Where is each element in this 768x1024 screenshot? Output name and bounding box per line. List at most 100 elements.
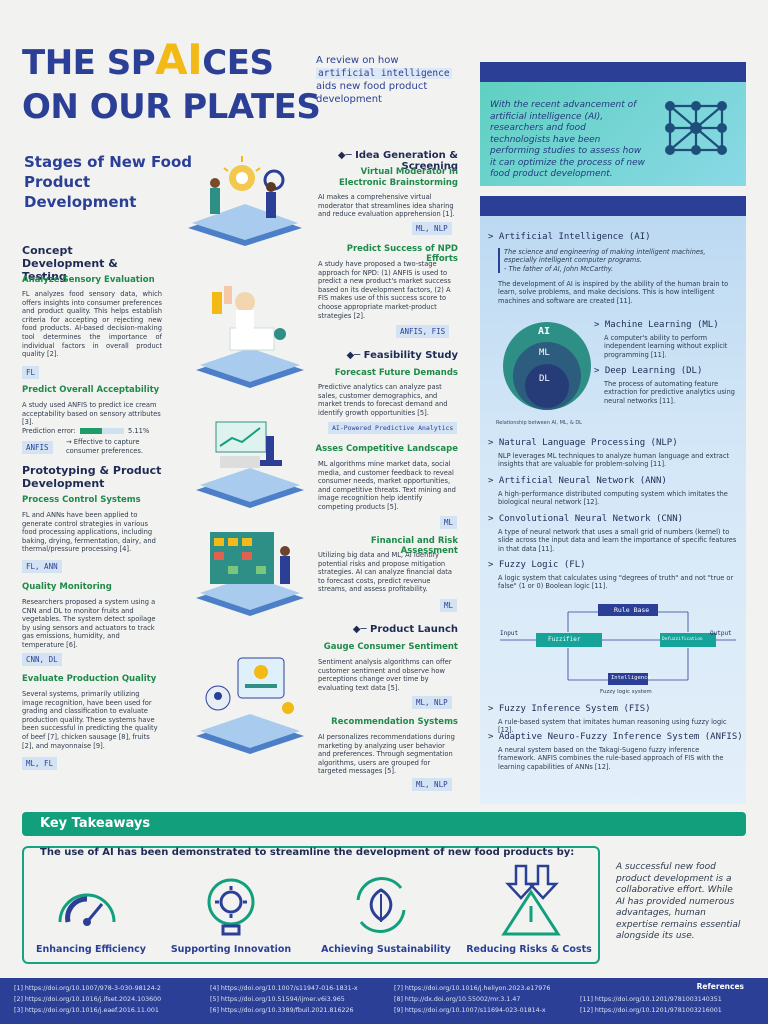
launch-s2-text: AI personalizes recommendations during m… [318,733,455,776]
launch-s1-title: Gauge Consumer Sentiment [323,642,458,652]
glossary-fis-text: A rule-based system that imitates human … [498,718,727,735]
ai-quote-author: - The father of AI, John McCarthy. [504,264,614,273]
idea-s2-title: Predict Success of NPD Efforts [346,244,458,264]
feasibility-illustration [190,516,310,624]
ai-quote-text: The science and engineering of making in… [504,248,706,265]
launch-title-arrow: ◆─ [352,624,370,635]
prototyping-illustration [190,408,310,516]
pred-error-fill [80,428,102,434]
poster-title: THE SPAICES ON OUR PLATES [22,35,321,129]
fuzzy-rule-base: Rule Base [614,606,650,614]
ref-item[interactable]: [3] https://doi.org/10.1016/j.eaef.2016.… [14,1007,159,1014]
references-title: References [696,982,744,991]
fuzzy-output: Output [710,630,732,637]
glossary-dl-text: The process of automating feature extrac… [604,380,735,405]
stages-title: Stages of New Food Product Development [24,153,193,211]
idea-s1-text: AI makes a comprehensive virtual moderat… [318,193,455,219]
key-takeaways-box [22,846,600,964]
idea-s2-tag: ANFIS, FIS [396,325,450,338]
glossary-ann-text: A high-performance distributed computing… [498,490,728,507]
glossary-fl-text: A logic system that calculates using "de… [498,574,734,591]
ref-item[interactable]: [8] http://dx.doi.org/10.55002/mr.3.1.47 [394,996,521,1003]
intro-text: With the recent advancement of artificia… [490,100,645,179]
concept-s2-title: Predict Overall Acceptability [22,385,160,395]
launch-s1-tag: ML, NLP [412,696,452,709]
concept-s2-tag: ANFIS [22,441,53,454]
neural-network-icon [656,88,736,172]
launch-s2-tag: ML, NLP [412,778,452,791]
launch-title: ◆─ Product Launch [302,624,458,635]
launch-s1-text: Sentiment analysis algorithms can offer … [318,658,452,692]
glossary-ml-text: A computer's ability to perform independ… [604,334,728,359]
title-line1-b: CES [202,43,274,83]
idea-title: ◆─ Idea Generation & Screening [302,150,458,172]
ref-item[interactable]: [12] https://doi.org/10.1201/97810032160… [580,1007,722,1014]
proto-s1-title: Process Control Systems [22,495,141,505]
glossary-nlp-title: > Natural Language Processing (NLP) [488,438,678,448]
subtitle-pre: A review on how [316,55,399,66]
idea-s1-tag: ML, NLP [412,222,452,235]
pred-error-track [80,428,124,434]
ref-item[interactable]: [1] https://doi.org/10.1007/978-3-030-98… [14,985,161,992]
arrows-down-icon [496,862,566,942]
ref-item[interactable]: [2] https://doi.org/10.1016/j.ifset.2024… [14,996,162,1003]
concept-s1-tag: FL [22,366,40,379]
concept-testing-illustration [190,282,310,396]
ref-item[interactable]: [9] https://doi.org/10.1007/s11694-023-0… [394,1007,546,1014]
takeaway-sustainability: Achieving Sustainability [321,944,451,955]
concept-s2-text: A study used ANFIS to predict ice cream … [22,401,161,427]
venn-ml-label: ML [539,348,550,358]
fuzzy-logic-diagram: Rule Base Input Fuzzifier Defuzzificatio… [498,602,738,698]
glossary-ml-title: > Machine Learning (ML) [594,320,719,330]
takeaway-risks-costs: Reducing Risks & Costs [466,944,592,955]
proto-s3-title: Evaluate Production Quality [22,674,157,684]
concept-title: Concept Development & Testing [22,244,118,283]
glossary-nlp-text: NLP leverages ML techniques to analyze h… [498,452,730,469]
proto-s2-text: Researchers proposed a system using a CN… [22,598,156,649]
idea-s1-title: Virtual Moderator in Electronic Brainsto… [338,167,458,188]
pred-label: Prediction error: [22,427,76,435]
proto-s1-tag: FL, ANN [22,560,62,573]
venn-ai-label: AI [538,326,551,337]
fuzzy-intelligence: Intelligence [611,675,651,681]
takeaway-innovation: Supporting Innovation [170,944,292,955]
fuzzy-input: Input [500,630,519,637]
concept-s1-title: Analyze Sensory Evaluation [22,275,155,285]
glossary-dl-title: > Deep Learning (DL) [594,366,703,376]
ref-item[interactable]: [4] https://doi.org/10.1007/s11947-016-1… [210,985,358,992]
glossary-cnn-text: A type of neural network that uses a sma… [498,528,737,553]
feas-s1-text: Predictive analytics can analyze past sa… [318,383,448,417]
takeaway-efficiency: Enhancing Efficiency [36,944,146,955]
feasibility-title: ◆─ Feasibility Study [302,350,458,361]
key-takeaways-heading: The use of AI has been demonstrated to s… [40,847,575,858]
proto-s2-title: Quality Monitoring [22,582,112,592]
feasibility-title-arrow: ◆─ [346,350,364,361]
glossary-fis-title: > Fuzzy Inference System (FIS) [488,704,651,714]
idea-title-arrow: ◆─ [337,150,356,161]
glossary-cnn-title: > Convolutional Neural Network (CNN) [488,514,684,524]
glossary-ann-title: > Artificial Neural Network (ANN) [488,476,667,486]
feas-s3-tag: ML [440,599,458,612]
pred-value: 5.11% [128,427,150,435]
prototyping-title: Prototyping & Product Development [22,464,162,490]
product-launch-illustration [190,648,310,762]
poster-subtitle: A review on how artificial intelligence … [316,54,466,106]
feas-s2-title: Asses Competitive Landscape [315,444,458,454]
key-takeaways-bar: Key Takeaways [22,812,746,836]
feas-s3-title: Financial and Risk Assessment [370,536,458,556]
ref-item[interactable]: [5] https://doi.org/10.51594/ijmer.v6i3.… [210,996,345,1003]
glossary-panel: > Artificial Intelligence (AI) The scien… [480,196,746,804]
ref-item[interactable]: [7] https://doi.org/10.1016/j.heliyon.20… [394,985,551,992]
intro-box: With the recent advancement of artificia… [480,62,746,186]
feas-s2-tag: ML [440,516,458,529]
glossary-ai-quote: The science and engineering of making in… [498,248,738,274]
ref-item[interactable]: [11] https://doi.org/10.1201/97810031403… [580,996,722,1003]
title-ai: AI [155,35,203,84]
idea-generation-illustration [180,148,310,252]
lightbulb-gear-icon [196,870,266,944]
glossary-fl-title: > Fuzzy Logic (FL) [488,560,586,570]
ref-item[interactable]: [6] https://doi.org/10.3389/fbuil.2021.8… [210,1007,354,1014]
feasibility-title-text: Feasibility Study [363,350,458,361]
gauge-icon [52,872,122,942]
concept-s1-text: FL analyzes food sensory data, which off… [22,290,162,359]
